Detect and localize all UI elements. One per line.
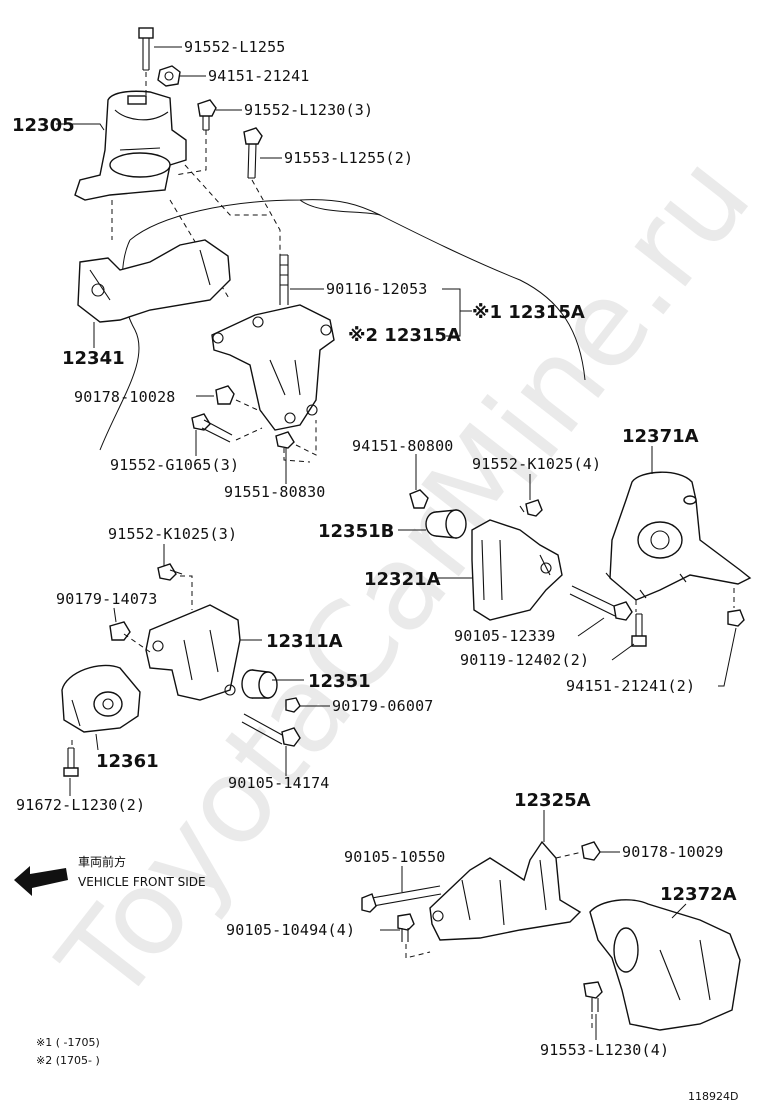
- label-90116-12053[interactable]: 90116-12053: [326, 280, 428, 298]
- leader-lines: [56, 46, 737, 1040]
- label-90178-10028[interactable]: 90178-10028: [74, 388, 176, 406]
- front-label-en: VEHICLE FRONT SIDE: [78, 875, 206, 889]
- label-90119-12402-2[interactable]: 90119-12402(2): [460, 651, 589, 669]
- label-91553-L1230-4[interactable]: 91553-L1230(4): [540, 1041, 669, 1059]
- part-12315A-mount[interactable]: [211, 304, 335, 431]
- label-91552-K1025-4[interactable]: 91552-K1025(4): [472, 455, 601, 473]
- label-90105-14174[interactable]: 90105-14174: [228, 774, 330, 792]
- part-12311A-bracket[interactable]: [145, 604, 241, 701]
- label-12361[interactable]: 12361: [96, 751, 159, 772]
- label-91552-K1025-3[interactable]: 91552-K1025(3): [108, 525, 237, 543]
- diagram-id: 118924D: [688, 1090, 738, 1103]
- alignment-lines-12371A: [635, 588, 735, 612]
- label-91553-L1255-2[interactable]: 91553-L1255(2): [284, 149, 413, 167]
- label-12351[interactable]: 12351: [308, 671, 371, 692]
- part-12341-bracket[interactable]: [77, 239, 231, 323]
- alignment-lines-12315A: [235, 399, 317, 463]
- alignment-lines-bottom: [405, 851, 593, 1030]
- bolt-90105-10550[interactable]: [361, 885, 442, 913]
- callouts: 91552-L1255 94151-21241 91552-L1230(3) 9…: [12, 38, 738, 1103]
- nut-94151-21241-b[interactable]: [727, 609, 745, 627]
- label-12311A[interactable]: 12311A: [266, 631, 343, 652]
- label-90105-12339[interactable]: 90105-12339: [454, 627, 556, 645]
- nut-90179-06007[interactable]: [285, 697, 301, 713]
- part-12371A-mount[interactable]: [605, 471, 752, 601]
- bolt-91552-L1230[interactable]: [197, 99, 217, 131]
- label-12315A-note2[interactable]: ※2 12315A: [348, 325, 461, 346]
- vehicle-front-arrow-icon: [14, 866, 68, 896]
- note-1: ※1 ( -1705): [36, 1036, 100, 1049]
- bolt-90105-14174[interactable]: [241, 713, 301, 747]
- bolt-91552-K1025-3[interactable]: [157, 563, 183, 581]
- part-12305-mount[interactable]: [74, 90, 187, 201]
- label-90179-14073[interactable]: 90179-14073: [56, 590, 158, 608]
- label-94151-21241[interactable]: 94151-21241: [208, 67, 310, 85]
- bolt-90105-12339[interactable]: [569, 585, 633, 621]
- label-94151-80800[interactable]: 94151-80800: [352, 437, 454, 455]
- part-12325A-bracket[interactable]: [429, 840, 582, 941]
- engine-outline: [99, 199, 586, 451]
- label-90178-10029[interactable]: 90178-10029: [622, 843, 724, 861]
- alignment-lines-left: [71, 575, 193, 748]
- nut-90178-10029[interactable]: [581, 841, 601, 861]
- label-12351B[interactable]: 12351B: [318, 521, 394, 542]
- label-12321A[interactable]: 12321A: [364, 569, 441, 590]
- part-12361-mount[interactable]: [61, 664, 141, 733]
- label-12305[interactable]: 12305: [12, 115, 75, 136]
- part-12372A-mount[interactable]: [589, 899, 741, 1031]
- stud-90116-12053[interactable]: [279, 254, 289, 305]
- front-label-jp: 車両前方: [78, 854, 126, 869]
- label-90105-10494-4[interactable]: 90105-10494(4): [226, 921, 355, 939]
- label-91552-L1255[interactable]: 91552-L1255: [184, 38, 286, 56]
- bolt-90119-12402[interactable]: [631, 613, 647, 647]
- label-91551-80830[interactable]: 91551-80830: [224, 483, 326, 501]
- nut-94151-80800[interactable]: [409, 489, 429, 509]
- label-94151-21241-2[interactable]: 94151-21241(2): [566, 677, 695, 695]
- bolt-90105-10494[interactable]: [397, 913, 415, 942]
- nut-90178-10028[interactable]: [215, 385, 235, 405]
- part-12321A-bracket[interactable]: [471, 519, 563, 621]
- bolt-91553-L1255[interactable]: [243, 127, 263, 179]
- label-91552-G1065-3[interactable]: 91552-G1065(3): [110, 456, 239, 474]
- bolt-91672-L1230[interactable]: [63, 747, 79, 777]
- label-12315A-note1[interactable]: ※1 12315A: [472, 302, 585, 323]
- label-90179-06007[interactable]: 90179-06007: [332, 697, 434, 715]
- label-12325A[interactable]: 12325A: [514, 790, 591, 811]
- nut-90179-14073[interactable]: [109, 621, 131, 641]
- label-12372A[interactable]: 12372A: [660, 884, 737, 905]
- bolt-91551-80830[interactable]: [275, 431, 295, 449]
- label-91672-L1230-2[interactable]: 91672-L1230(2): [16, 796, 145, 814]
- bolt-91553-L1230[interactable]: [583, 981, 603, 1012]
- label-12371A[interactable]: 12371A: [622, 426, 699, 447]
- label-91552-L1230-3[interactable]: 91552-L1230(3): [244, 101, 373, 119]
- nut-94151-21241[interactable]: [157, 65, 181, 87]
- label-90105-10550[interactable]: 90105-10550: [344, 848, 446, 866]
- bolt-91552-L1255[interactable]: [138, 27, 154, 71]
- bolt-91552-G1065[interactable]: [191, 413, 233, 443]
- bushing-12351[interactable]: [241, 669, 278, 699]
- note-2: ※2 (1705- ): [36, 1054, 100, 1067]
- bushing-12351B[interactable]: [425, 509, 467, 539]
- bolt-91552-K1025-4[interactable]: [519, 499, 543, 517]
- label-12341[interactable]: 12341: [62, 348, 125, 369]
